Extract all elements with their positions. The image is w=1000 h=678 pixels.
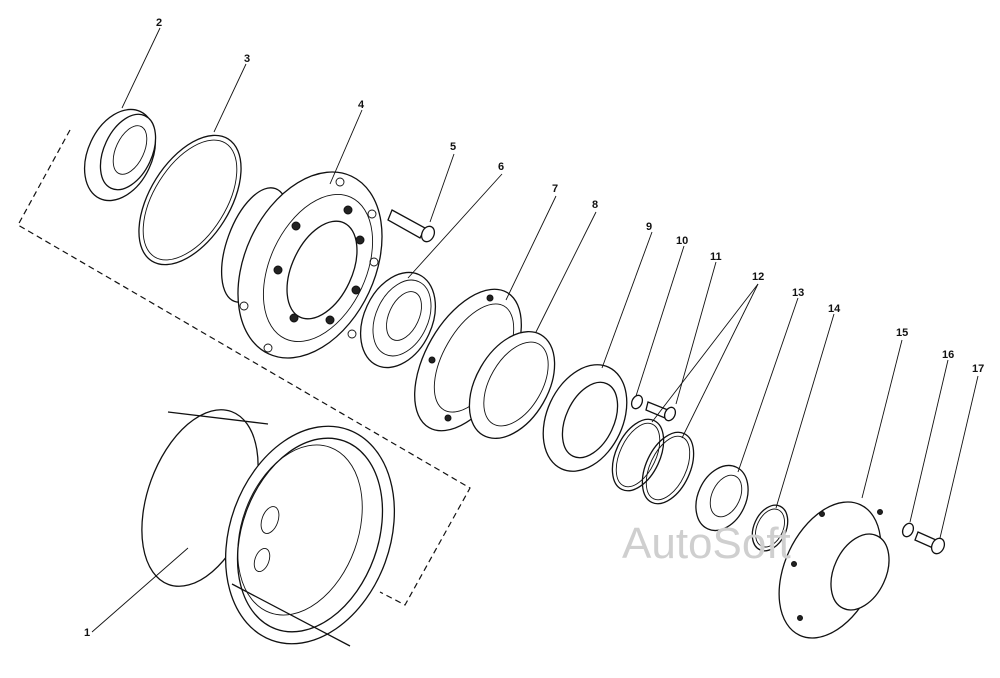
part-13-nut xyxy=(695,464,749,532)
callout-15: 15 xyxy=(896,327,908,339)
part-5-bolt xyxy=(387,209,436,243)
part-14-gasket xyxy=(751,504,789,552)
part-16-washer xyxy=(901,522,915,538)
part-1-brake-drum xyxy=(141,409,396,647)
callout-9: 9 xyxy=(646,221,652,233)
callout-7: 7 xyxy=(552,183,558,195)
part-17-bolt xyxy=(914,531,946,555)
part-10-washer xyxy=(630,394,644,410)
callout-5: 5 xyxy=(450,141,456,153)
callout-17: 17 xyxy=(972,363,984,375)
part-6-bearing xyxy=(359,271,437,369)
callout-13: 13 xyxy=(792,287,804,299)
part-8-seal xyxy=(468,330,556,440)
callout-8: 8 xyxy=(592,199,598,211)
callout-4: 4 xyxy=(358,99,365,111)
watermark-text: AutoSoft xyxy=(622,519,791,568)
callout-6: 6 xyxy=(498,161,504,173)
callout-10: 10 xyxy=(676,235,688,247)
callout-14: 14 xyxy=(828,303,841,315)
leader-lines xyxy=(91,27,979,633)
part-9-retainer xyxy=(542,364,628,472)
part-11-screw xyxy=(645,401,677,422)
assembly-boundary-dashed xyxy=(17,129,471,606)
callout-11: 11 xyxy=(710,251,722,263)
callout-16: 16 xyxy=(942,349,954,361)
callout-3: 3 xyxy=(244,53,250,65)
part-3-ring xyxy=(138,134,242,266)
callout-labels: 1 2 3 4 5 6 7 8 9 10 11 12 13 14 15 16 1… xyxy=(84,17,984,639)
part-15-hub-cap xyxy=(778,501,890,639)
callout-12: 12 xyxy=(752,271,764,283)
part-2-bearing xyxy=(83,108,157,202)
callout-1: 1 xyxy=(84,627,90,639)
part-4-hub xyxy=(220,171,383,359)
callout-2: 2 xyxy=(156,17,162,29)
